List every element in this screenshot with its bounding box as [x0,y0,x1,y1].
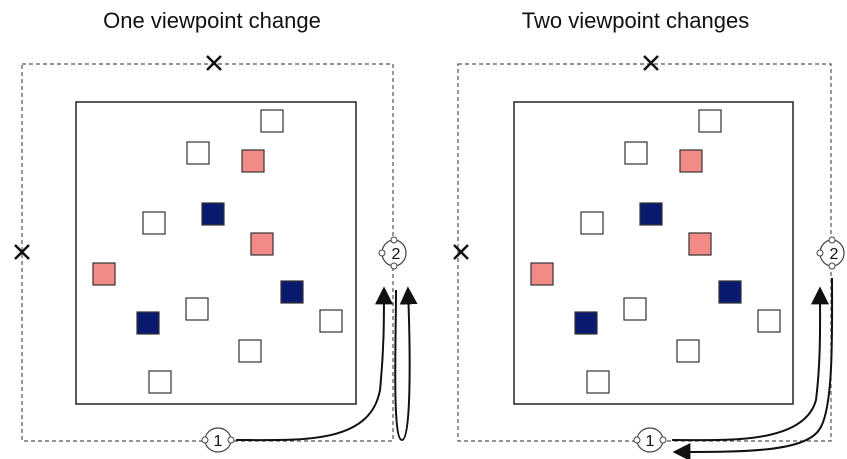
white-square [757,309,781,333]
viewpoint-1: 1 [201,427,235,453]
viewpoint-label: 2 [830,246,839,263]
white-square [624,141,648,165]
white-square [586,370,610,394]
navy-square [718,280,742,304]
pink-square [679,149,703,173]
pink-square [92,262,116,286]
white-square [238,339,262,363]
panel-two-viewpoint-changes: Two viewpoint changes 1 [424,0,847,459]
navy-square [201,202,225,226]
scene-one-change: 1 2 [14,55,418,453]
cross-icon [14,244,30,260]
pink-square [688,232,712,256]
navy-square [639,202,663,226]
cross-icon [643,55,659,71]
panel-one-viewpoint-change: One viewpoint change 1 [14,8,418,453]
viewpoint-label: 1 [214,433,223,450]
viewpoint-label: 2 [392,246,401,263]
navy-square [136,311,160,335]
white-square [148,370,172,394]
pink-square [241,149,265,173]
arrow-path [671,286,830,442]
viewpoint-2: 2 [816,236,845,270]
navy-square [280,280,304,304]
white-square [142,211,166,235]
white-square [676,339,700,363]
scene-two-changes: 1 2 [453,55,845,459]
navy-square [574,311,598,335]
arrow-path [235,286,393,442]
arrow-path [394,286,418,442]
panel-title: Two viewpoint changes [521,8,750,33]
viewpoint-label: 1 [646,433,655,450]
white-square [623,297,647,321]
white-square [580,211,604,235]
table-surface [75,101,357,405]
pink-square [250,232,274,256]
viewpoint-1: 1 [633,427,667,453]
pink-square [530,262,554,286]
white-square [698,109,722,133]
white-square [186,141,210,165]
table-surface [513,101,794,405]
white-square [260,109,284,133]
panel-title: One viewpoint change [103,8,321,33]
viewpoint-2: 2 [378,236,407,270]
cross-icon [206,55,222,71]
arrow-path [672,277,834,459]
cross-icon [453,244,469,260]
white-square [185,297,209,321]
white-square [319,309,343,333]
